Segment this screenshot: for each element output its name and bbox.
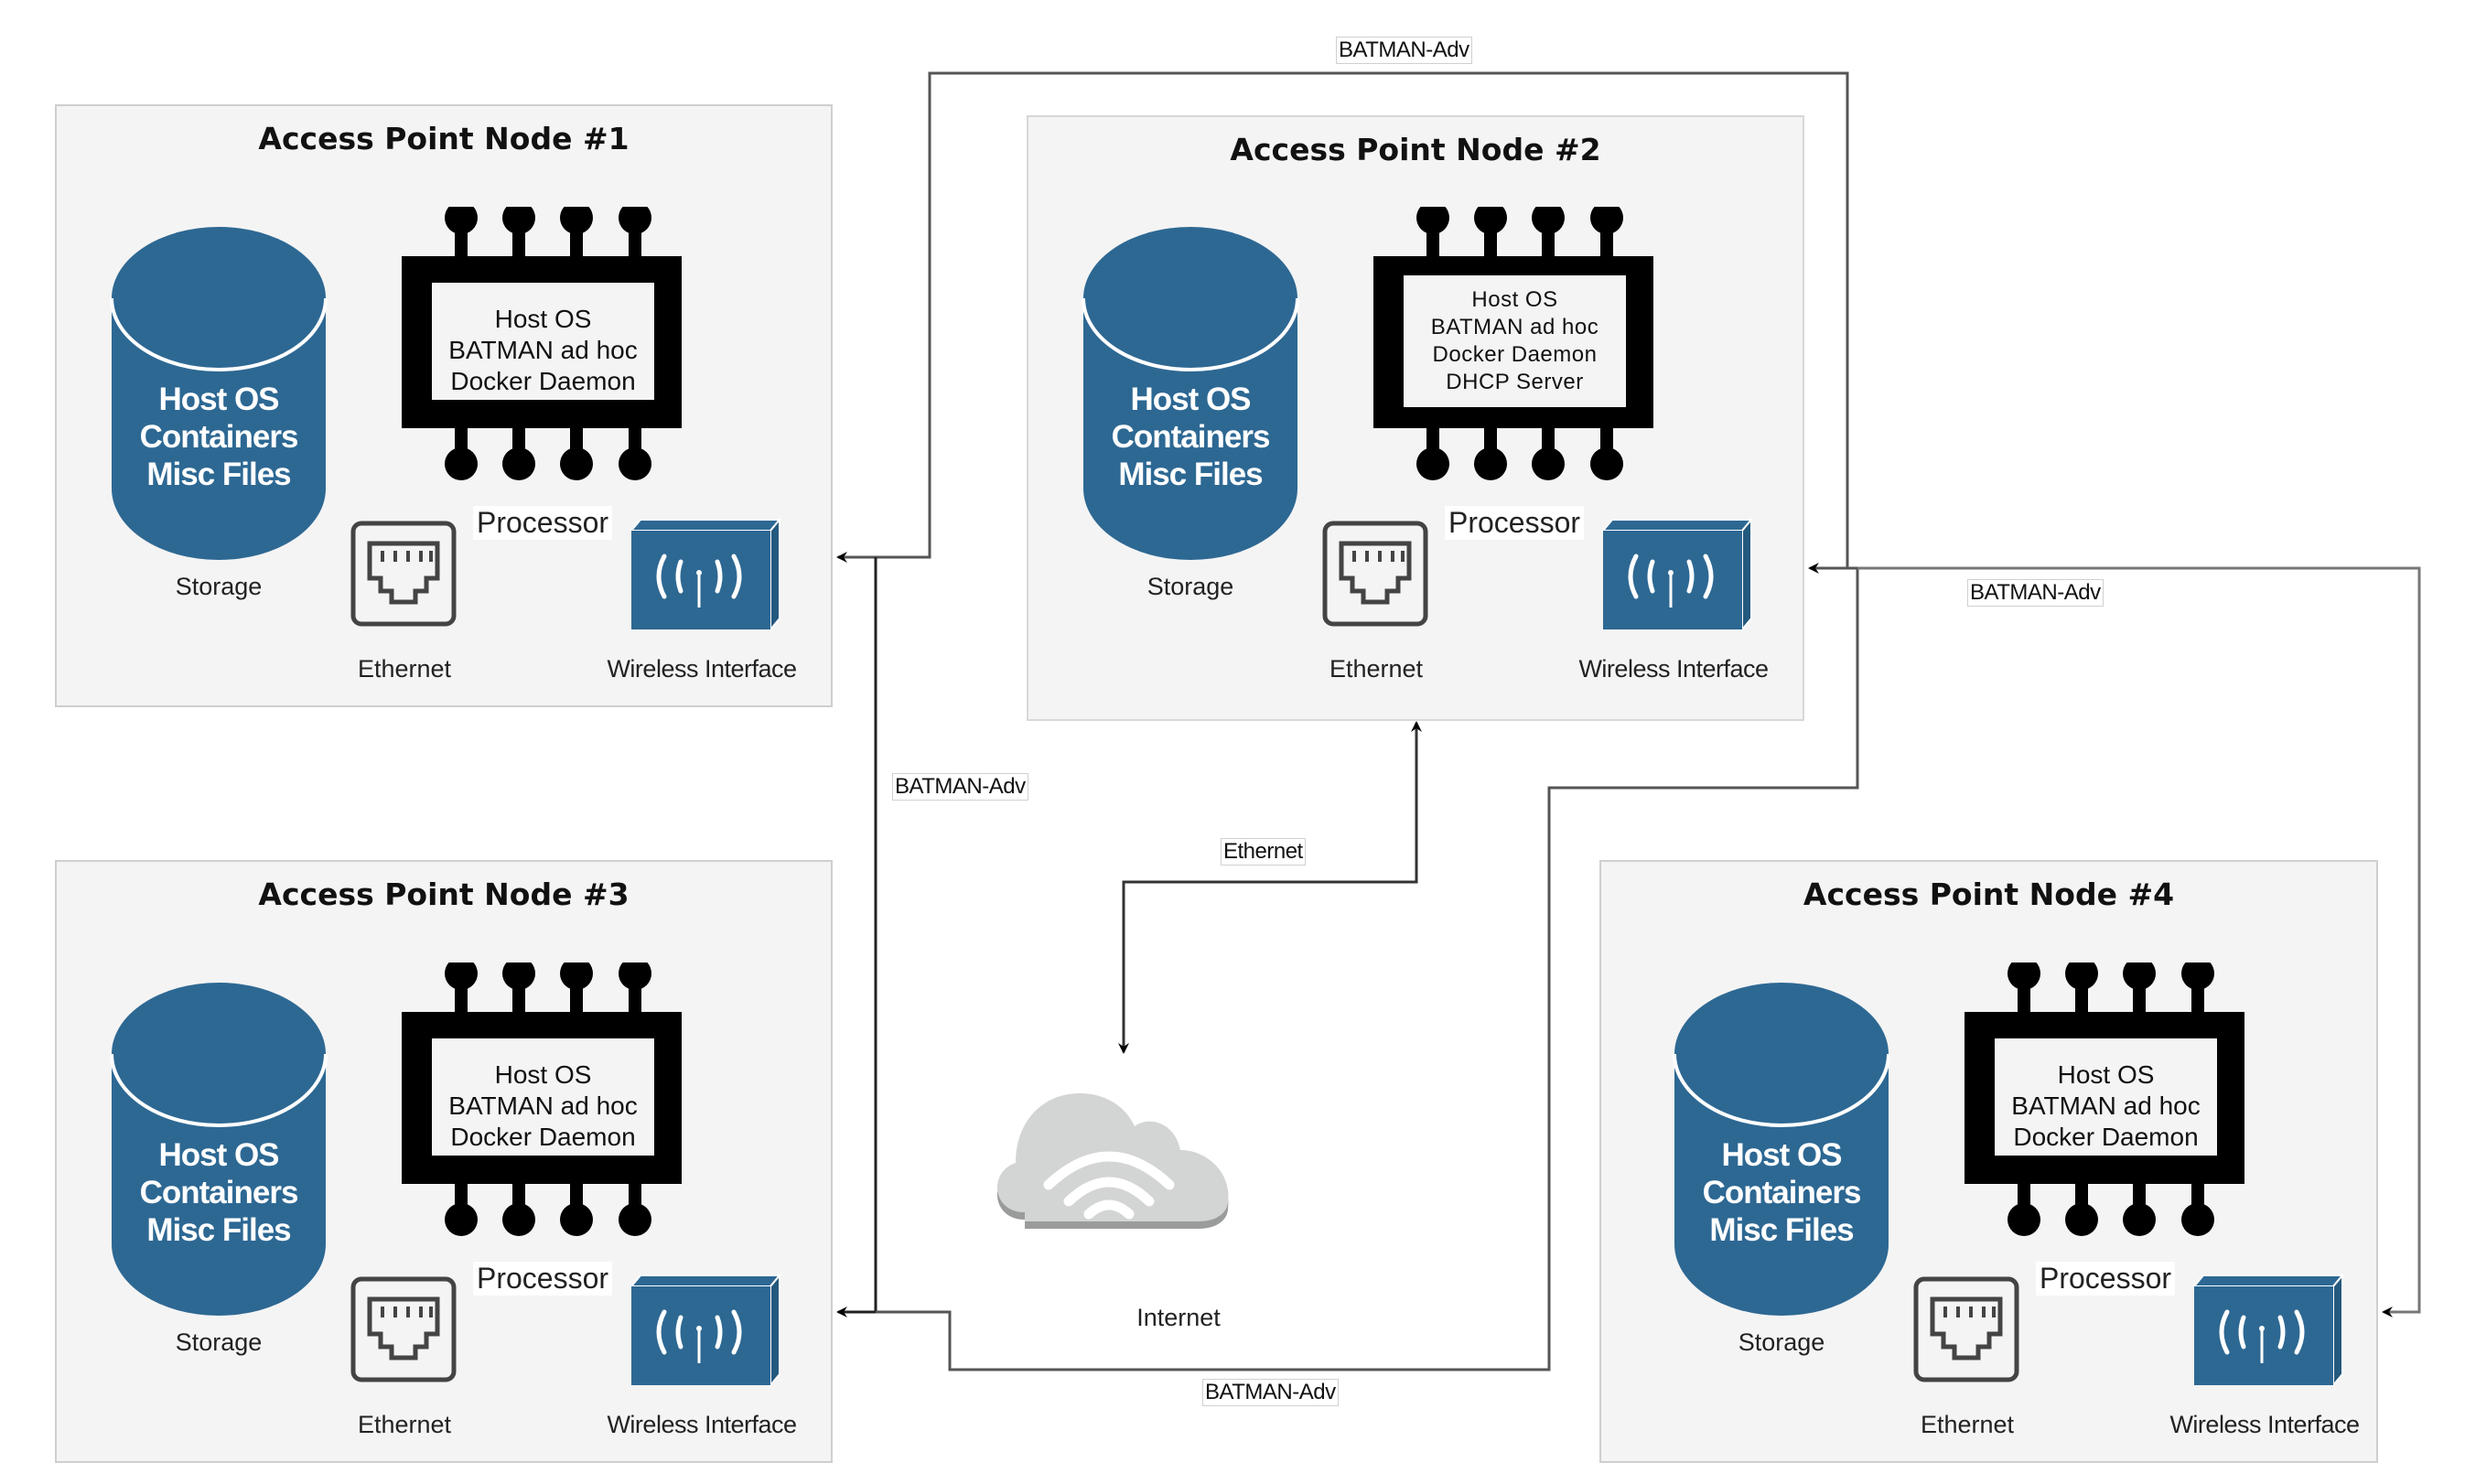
storage-contents: Host OS Containers Misc Files — [139, 382, 299, 492]
ethernet-port-icon — [1322, 521, 1428, 627]
processor-chip-icon — [1373, 207, 1653, 480]
processor-contents: Host OS BATMAN ad hoc Docker Daemon DHCP… — [1430, 287, 1599, 394]
processor-label: Processor — [473, 506, 613, 540]
edge-label-internet-n2: Ethernet — [1221, 838, 1306, 866]
node-title: Access Point Node #2 — [1230, 132, 1601, 167]
cloud-wifi-icon — [996, 1093, 1229, 1229]
ethernet-label: Ethernet — [1920, 1411, 2015, 1438]
storage-label: Storage — [175, 573, 263, 600]
processor-chip-icon — [402, 962, 682, 1236]
access-point-node-2[interactable]: Access Point Node #2 Host OS Containers … — [1027, 115, 1804, 721]
node-title: Access Point Node #4 — [1803, 876, 2175, 912]
storage-contents: Host OS Containers Misc Files — [139, 1137, 299, 1248]
storage-cylinder-icon — [110, 983, 328, 1316]
ethernet-port-icon — [350, 1276, 457, 1382]
access-point-node-1[interactable]: Access Point Node #1 Host OS Containers … — [55, 104, 833, 707]
internet-label: Internet — [1136, 1304, 1221, 1331]
access-point-node-4[interactable]: Access Point Node #4 Host OS Containers … — [1599, 860, 2378, 1463]
processor-contents: Host OS BATMAN ad hoc Docker Daemon — [448, 305, 638, 395]
storage-cylinder-icon — [1673, 983, 1890, 1316]
wireless-antenna-icon — [629, 1274, 781, 1387]
storage-contents: Host OS Containers Misc Files — [1702, 1137, 1862, 1248]
processor-chip-icon — [402, 207, 682, 480]
processor-contents: Host OS BATMAN ad hoc Docker Daemon — [2011, 1060, 2201, 1151]
storage-cylinder-icon — [1082, 227, 1299, 560]
edge-internet-n2-wire — [1122, 721, 1422, 1052]
wireless-label: Wireless Interface — [607, 1411, 797, 1438]
ethernet-label: Ethernet — [357, 1411, 452, 1438]
processor-contents: Host OS BATMAN ad hoc Docker Daemon — [448, 1060, 638, 1151]
wireless-label: Wireless Interface — [2169, 1411, 2360, 1438]
processor-chip-icon — [1964, 962, 2244, 1236]
storage-label: Storage — [1146, 573, 1234, 600]
storage-label: Storage — [175, 1328, 263, 1356]
ethernet-label: Ethernet — [1329, 655, 1424, 683]
processor-label: Processor — [1445, 506, 1585, 540]
node-title: Access Point Node #3 — [258, 876, 630, 912]
storage-label: Storage — [1738, 1328, 1825, 1356]
edge-n1-n3-wire — [836, 557, 877, 1317]
node-title: Access Point Node #1 — [258, 121, 630, 156]
processor-label: Processor — [2036, 1262, 2176, 1296]
wireless-label: Wireless Interface — [1578, 655, 1769, 683]
wireless-antenna-icon — [629, 518, 781, 631]
wireless-antenna-icon — [2191, 1274, 2344, 1387]
ethernet-port-icon — [350, 521, 457, 627]
access-point-node-3[interactable]: Access Point Node #3 Host OS Containers … — [55, 860, 833, 1463]
edge-label-n4-n2: BATMAN-Adv — [1967, 579, 2104, 607]
storage-contents: Host OS Containers Misc Files — [1111, 382, 1271, 492]
ethernet-label: Ethernet — [357, 655, 452, 683]
edge-label-n1-n3: BATMAN-Adv — [892, 773, 1028, 801]
edge-label-n3-n2: BATMAN-Adv — [1202, 1379, 1339, 1406]
edge-label-n2-n1: BATMAN-Adv — [1336, 37, 1472, 64]
wireless-label: Wireless Interface — [607, 655, 797, 683]
storage-cylinder-icon — [110, 227, 328, 560]
wireless-antenna-icon — [1600, 518, 1753, 631]
processor-label: Processor — [473, 1262, 613, 1296]
ethernet-port-icon — [1913, 1276, 2019, 1382]
